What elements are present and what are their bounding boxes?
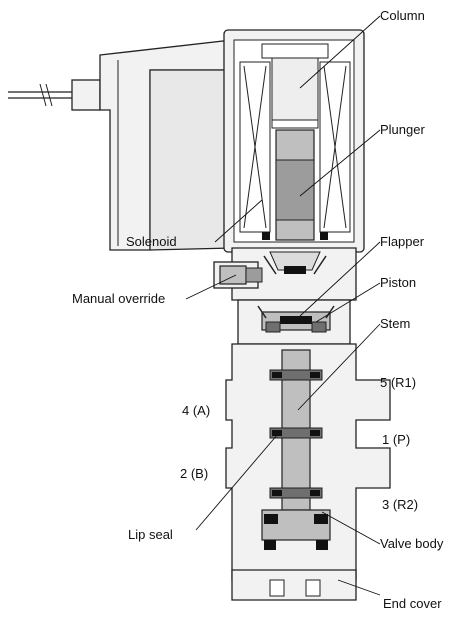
leader-lines — [185, 15, 381, 596]
piston-assembly — [237, 299, 351, 345]
label-flapper: Flapper — [380, 234, 425, 249]
labels: Column Plunger Flapper Solenoid Piston M… — [72, 8, 444, 611]
label-port-3: 3 (R2) — [382, 497, 418, 512]
label-lip-seal: Lip seal — [128, 527, 173, 542]
label-port-2: 2 (B) — [180, 466, 208, 481]
connector-housing — [99, 39, 233, 251]
label-valve-body: Valve body — [380, 536, 444, 551]
label-piston: Piston — [380, 275, 416, 290]
lead-wire — [8, 79, 101, 111]
label-port-5: 5 (R1) — [380, 375, 416, 390]
label-port-4: 4 (A) — [182, 403, 210, 418]
pilot-section — [231, 247, 357, 301]
label-manual-override: Manual override — [72, 291, 165, 306]
end-cover — [231, 569, 357, 601]
valve-body — [225, 343, 391, 581]
label-stem: Stem — [380, 316, 410, 331]
solenoid-housing — [223, 29, 365, 253]
label-port-1: 1 (P) — [382, 432, 410, 447]
label-column: Column — [380, 8, 425, 23]
manual-override — [213, 261, 263, 289]
label-plunger: Plunger — [380, 122, 425, 137]
label-end-cover: End cover — [383, 596, 442, 611]
label-solenoid: Solenoid — [126, 234, 177, 249]
